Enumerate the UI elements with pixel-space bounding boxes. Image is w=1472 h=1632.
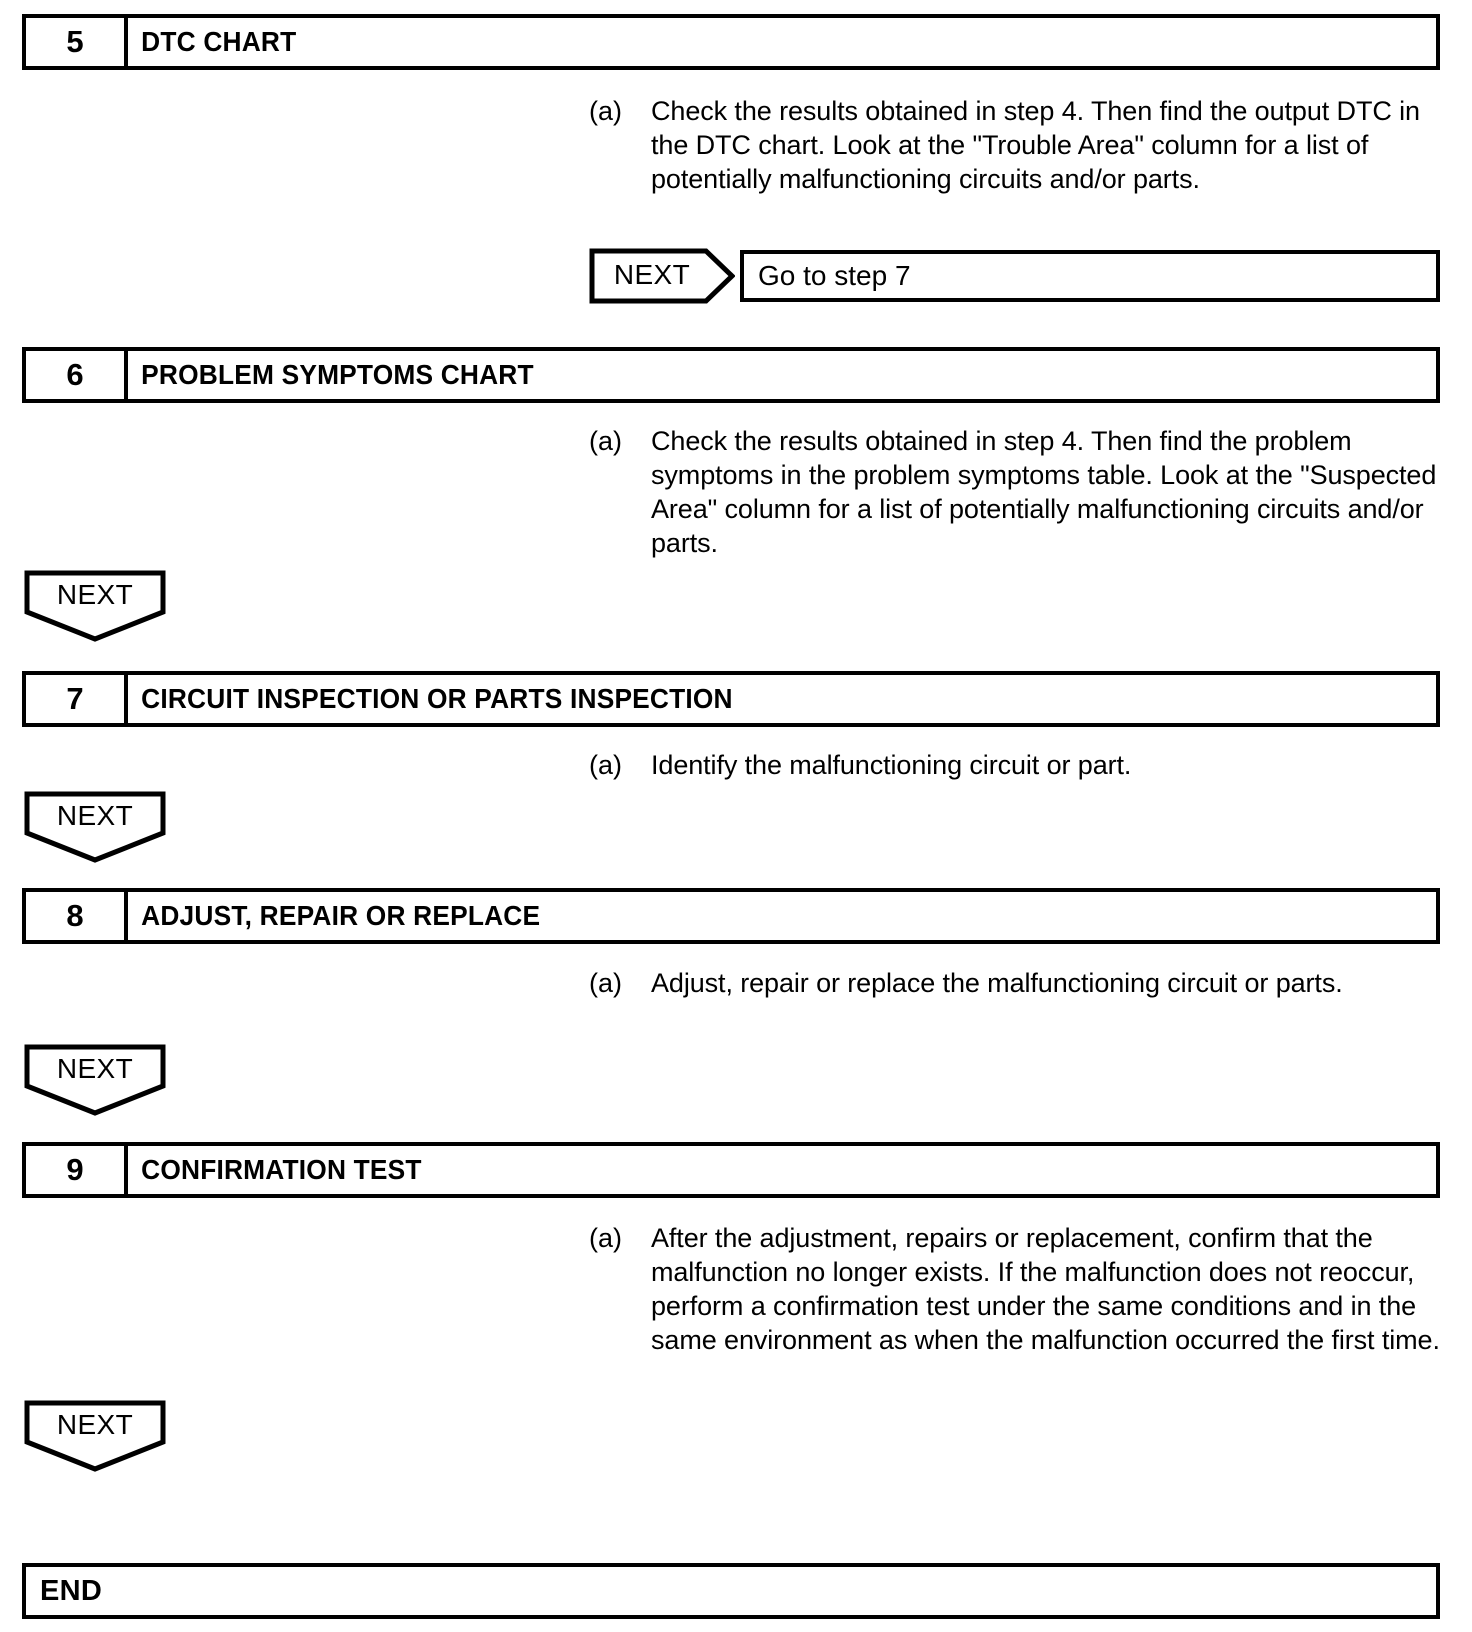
next-arrow-down-icon — [24, 1044, 166, 1116]
connector-next-down-9: NEXT — [24, 1400, 166, 1472]
connector-next-right-5: NEXT — [589, 248, 735, 304]
step-number-9: 9 — [26, 1146, 128, 1194]
step-header-7: 7 CIRCUIT INSPECTION OR PARTS INSPECTION — [22, 671, 1440, 727]
instruction-text-6a: Check the results obtained in step 4. Th… — [651, 426, 1437, 558]
instruction-text-9a: After the adjustment, repairs or replace… — [651, 1223, 1440, 1355]
step-title-7: CIRCUIT INSPECTION OR PARTS INSPECTION — [141, 683, 733, 714]
instruction-5a: (a) Check the results obtained in step 4… — [589, 94, 1449, 196]
instruction-text-8a: Adjust, repair or replace the malfunctio… — [651, 968, 1343, 998]
instruction-text-5a: Check the results obtained in step 4. Th… — [651, 96, 1420, 194]
instruction-label-5a: (a) — [589, 96, 622, 126]
instruction-8a: (a) Adjust, repair or replace the malfun… — [589, 966, 1449, 1000]
instruction-9a: (a) After the adjustment, repairs or rep… — [589, 1221, 1449, 1357]
goto-box-step-7: Go to step 7 — [740, 250, 1440, 302]
connector-next-down-7: NEXT — [24, 791, 166, 863]
step-number-5: 5 — [26, 18, 128, 66]
step-header-8: 8 ADJUST, REPAIR OR REPLACE — [22, 888, 1440, 944]
instruction-label-6a: (a) — [589, 426, 622, 456]
step-number-7: 7 — [26, 675, 128, 723]
instruction-text-7a: Identify the malfunctioning circuit or p… — [651, 750, 1132, 780]
instruction-7a: (a) Identify the malfunctioning circuit … — [589, 748, 1449, 782]
next-arrow-down-icon — [24, 1400, 166, 1472]
step-title-8: ADJUST, REPAIR OR REPLACE — [141, 900, 541, 931]
end-bar: END — [22, 1563, 1440, 1619]
instruction-6a: (a) Check the results obtained in step 4… — [589, 424, 1449, 560]
goto-box-text: Go to step 7 — [758, 260, 911, 291]
instruction-label-7a: (a) — [589, 750, 622, 780]
instruction-label-9a: (a) — [589, 1223, 622, 1253]
step-header-6: 6 PROBLEM SYMPTOMS CHART — [22, 347, 1440, 403]
step-title-6: PROBLEM SYMPTOMS CHART — [141, 359, 534, 390]
instruction-label-8a: (a) — [589, 968, 622, 998]
step-number-8: 8 — [26, 892, 128, 940]
end-label: END — [40, 1574, 103, 1607]
next-arrow-right-icon — [589, 248, 735, 304]
step-title-9: CONFIRMATION TEST — [141, 1154, 422, 1185]
step-title-5: DTC CHART — [141, 26, 297, 57]
connector-next-down-8: NEXT — [24, 1044, 166, 1116]
step-number-6: 6 — [26, 351, 128, 399]
step-header-9: 9 CONFIRMATION TEST — [22, 1142, 1440, 1198]
next-arrow-down-icon — [24, 791, 166, 863]
next-arrow-down-icon — [24, 570, 166, 642]
connector-next-down-6: NEXT — [24, 570, 166, 642]
step-header-5: 5 DTC CHART — [22, 14, 1440, 70]
